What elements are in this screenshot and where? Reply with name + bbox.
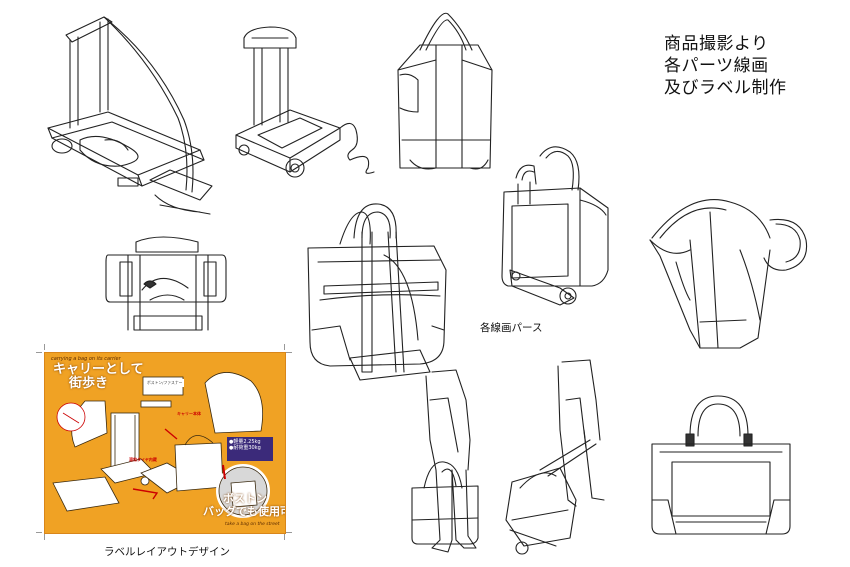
label-layout-caption: ラベルレイアウトデザイン [104, 546, 230, 558]
label-red-note-2: キャリー本体 [177, 411, 201, 416]
crop-mark [36, 532, 42, 533]
heading-line2: 各パーツ線画 [664, 56, 769, 76]
label-card-illustrations [52, 372, 270, 518]
perspective-caption: 各線画パース [480, 322, 543, 334]
label-red-note-1: 湯和タイヤ内蔵 [129, 457, 157, 462]
crop-mark [44, 344, 45, 350]
crop-mark [44, 534, 45, 540]
crop-mark [36, 352, 42, 353]
folding-cart-drawing [47, 16, 213, 215]
person-carrying-bag-drawing [411, 369, 479, 553]
crop-mark [286, 352, 292, 353]
spec-badge: ●軽量2.25kg ●耐荷重30kg [227, 437, 273, 461]
crop-mark [286, 532, 292, 533]
heading-line1: 商品撮影より [664, 34, 769, 54]
bag-on-cart-rear-drawing [501, 146, 609, 306]
cart-with-bungee-drawing [235, 26, 375, 178]
person-pulling-cart-drawing [505, 359, 605, 555]
label-boston-line1: ボストン [223, 492, 267, 505]
label-boston-line2: バッグでも使用可 [203, 505, 286, 518]
label-title-line2: 街歩き [69, 376, 109, 391]
tote-bag-drawing [397, 12, 493, 170]
spec-badge-weight: ●軽量2.25kg [229, 439, 261, 445]
heading-block: 商品撮影より 各パーツ線画 及びラベル制作 [664, 33, 787, 99]
label-top-text: carrying a bag on its carrier [51, 356, 121, 362]
label-layout-card: carrying a bag on its carrier キャリーとして 街歩… [44, 352, 286, 534]
spec-badge-load: ●耐荷重30kg [229, 445, 261, 451]
boston-bag-on-cart-drawing [307, 203, 447, 381]
cart-back-view-drawing [105, 236, 227, 331]
heading-line3: 及びラベル制作 [664, 78, 787, 98]
crop-mark [284, 344, 285, 350]
open-bag-drawing [649, 199, 808, 349]
label-footer-text: take a bag on the street [225, 522, 280, 527]
label-title-line1: キャリーとして [53, 362, 144, 377]
crop-mark [284, 534, 285, 540]
label-caption-note: ボストン/ファスナー [145, 379, 185, 387]
bag-front-view-drawing [651, 395, 791, 535]
